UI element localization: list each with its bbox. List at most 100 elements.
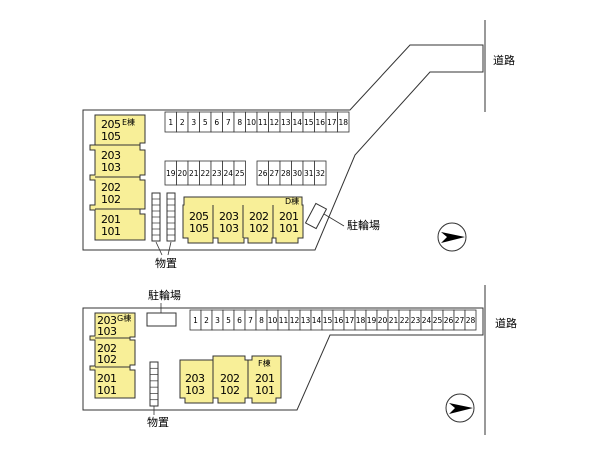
building-g-name: G棟 bbox=[117, 314, 132, 323]
unit-label: 102 bbox=[101, 193, 121, 206]
unit-label: 202 bbox=[249, 210, 269, 223]
parking-space-number: 6 bbox=[214, 118, 219, 127]
parking-space-number: 21 bbox=[389, 316, 399, 325]
parking-space-number: 25 bbox=[235, 169, 245, 178]
parking-space-number: 3 bbox=[191, 118, 196, 127]
parking-space-number: 17 bbox=[327, 118, 337, 127]
unit-label: 105 bbox=[189, 222, 209, 235]
unit-label: 103 bbox=[97, 325, 117, 338]
unit-label: 201 bbox=[279, 210, 299, 223]
parking-space-number: 26 bbox=[258, 169, 268, 178]
parking-space-number: 26 bbox=[444, 316, 454, 325]
building-f bbox=[179, 355, 282, 404]
parking-space-number: 12 bbox=[269, 118, 279, 127]
road-label-upper: 道路 bbox=[493, 54, 515, 67]
unit-label: 101 bbox=[255, 384, 275, 397]
parking-space-number: 23 bbox=[212, 169, 222, 178]
unit-label: 201 bbox=[97, 372, 117, 385]
building-f-name: F棟 bbox=[258, 359, 271, 368]
parking-space-number: 22 bbox=[400, 316, 410, 325]
parking-space-number: 28 bbox=[466, 316, 476, 325]
unit-label: 205 bbox=[101, 118, 121, 131]
unit-label: 105 bbox=[101, 130, 121, 143]
parking-space-number: 21 bbox=[189, 169, 199, 178]
storage-label-upper: 物置 bbox=[155, 257, 177, 270]
parking-space-number: 18 bbox=[356, 316, 366, 325]
parking-space-number: 15 bbox=[304, 118, 314, 127]
parking-space-number: 15 bbox=[323, 316, 333, 325]
parking-space-number: 5 bbox=[203, 118, 208, 127]
parking-space-number: 19 bbox=[166, 169, 176, 178]
parking-space-number: 16 bbox=[334, 316, 344, 325]
parking-space-number: 10 bbox=[246, 118, 256, 127]
parking-space-number: 14 bbox=[292, 118, 302, 127]
unit-label: 101 bbox=[97, 384, 117, 397]
parking-space bbox=[314, 160, 327, 186]
unit-label: 102 bbox=[249, 222, 269, 235]
parking-space-number: 2 bbox=[204, 316, 209, 325]
parking-space-number: 2 bbox=[180, 118, 185, 127]
unit-label: 205 bbox=[189, 210, 209, 223]
unit-label: 203 bbox=[185, 372, 205, 385]
parking-space-number: 27 bbox=[455, 316, 465, 325]
parking-space bbox=[233, 160, 246, 186]
parking-space-number: 20 bbox=[378, 316, 388, 325]
unit-label: 103 bbox=[101, 161, 121, 174]
parking-space-number: 13 bbox=[301, 316, 311, 325]
unit-label: 203 bbox=[219, 210, 239, 223]
parking-space-number: 30 bbox=[292, 169, 302, 178]
unit-label: 103 bbox=[219, 222, 239, 235]
parking-space-number: 7 bbox=[248, 316, 253, 325]
parking-space bbox=[464, 309, 477, 331]
parking-space-number: 25 bbox=[433, 316, 443, 325]
unit-label: 102 bbox=[220, 384, 240, 397]
parking-space-number: 11 bbox=[279, 316, 289, 325]
unit-label: 202 bbox=[101, 181, 121, 194]
bicycle-parking-label-lower: 駐輪場 bbox=[148, 289, 181, 302]
unit-label: 103 bbox=[185, 384, 205, 397]
unit-label: 201 bbox=[101, 213, 121, 226]
building-e-name: E棟 bbox=[122, 118, 136, 127]
parking-space-number: 6 bbox=[237, 316, 242, 325]
parking-space-number: 22 bbox=[200, 169, 210, 178]
parking-space-number: 11 bbox=[258, 118, 268, 127]
compass-north-arrow-icon bbox=[445, 393, 475, 423]
parking-space-number: 14 bbox=[312, 316, 322, 325]
unit-label: 101 bbox=[279, 222, 299, 235]
unit-label: 203 bbox=[101, 149, 121, 162]
parking-space-number: 17 bbox=[345, 316, 355, 325]
bicycle-parking-label-upper: 駐輪場 bbox=[347, 219, 380, 232]
road-label-lower: 道路 bbox=[495, 317, 517, 330]
parking-space-number: 16 bbox=[315, 118, 325, 127]
unit-label: 202 bbox=[97, 342, 117, 355]
parking-space-number: 1 bbox=[168, 118, 173, 127]
building-d-name: D棟 bbox=[285, 197, 300, 206]
parking-space-number: 8 bbox=[259, 316, 264, 325]
parking-space-number: 3 bbox=[215, 316, 220, 325]
parking-space-number: 28 bbox=[281, 169, 291, 178]
parking-space-number: 20 bbox=[177, 169, 187, 178]
parking-space-number: 24 bbox=[223, 169, 233, 178]
parking-space-number: 23 bbox=[411, 316, 421, 325]
parking-space-number: 10 bbox=[268, 316, 278, 325]
parking-space bbox=[337, 111, 350, 133]
parking-space-number: 13 bbox=[281, 118, 291, 127]
parking-space-number: 7 bbox=[226, 118, 231, 127]
storage-label-lower: 物置 bbox=[147, 416, 169, 429]
parking-space-number: 32 bbox=[315, 169, 325, 178]
parking-space-number: 8 bbox=[237, 118, 242, 127]
compass-north-arrow-icon bbox=[437, 222, 467, 252]
parking-space-number: 24 bbox=[422, 316, 432, 325]
unit-label: 202 bbox=[220, 372, 240, 385]
parking-space-number: 27 bbox=[269, 169, 279, 178]
unit-label: 102 bbox=[97, 353, 117, 366]
parking-space-number: 12 bbox=[290, 316, 300, 325]
parking-space-number: 19 bbox=[367, 316, 377, 325]
lot-boundary-upper bbox=[82, 44, 484, 251]
